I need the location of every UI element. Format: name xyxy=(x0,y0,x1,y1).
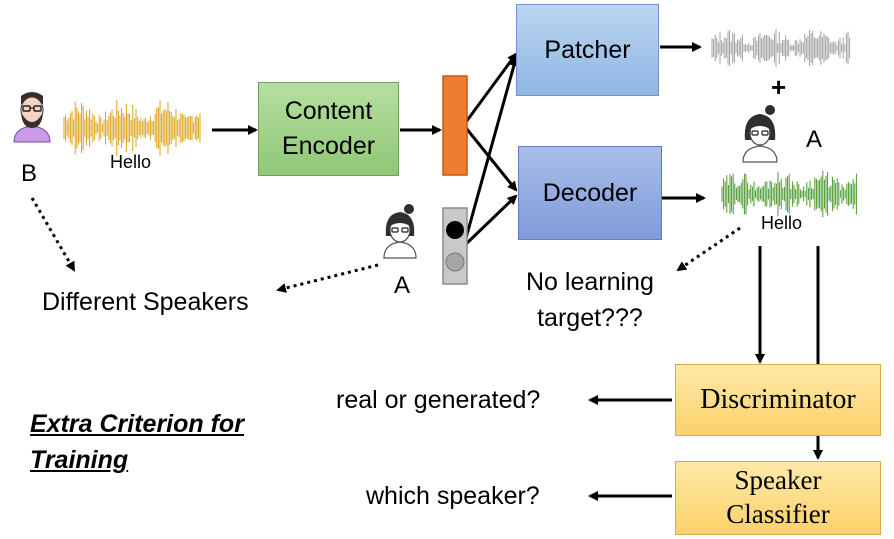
which-speaker-label: which speaker? xyxy=(366,482,540,510)
discriminator-label: Discriminator xyxy=(700,384,856,415)
decoder-block: Decoder xyxy=(518,146,662,240)
speaker-vector-dot-inactive xyxy=(445,252,465,272)
patcher-label: Patcher xyxy=(544,35,631,64)
speaker-a-output-label: A xyxy=(806,126,823,153)
speaker-a-avatar-output xyxy=(742,105,778,163)
patcher-waveform xyxy=(711,29,851,67)
speaker-vector xyxy=(442,207,468,285)
decoder-label: Decoder xyxy=(542,178,638,207)
content-vector xyxy=(442,75,468,176)
content-encoder-label: Content Encoder xyxy=(281,97,376,160)
discriminator-block: Discriminator xyxy=(675,364,881,436)
content-encoder-block: Content Encoder xyxy=(258,82,399,176)
arrow-speaker-to-patcher xyxy=(464,56,519,239)
output-word-label: Hello xyxy=(761,213,803,233)
arrow-vector-to-patcher xyxy=(464,52,518,123)
speaker-classifier-block: Speaker Classifier xyxy=(675,461,881,535)
speaker-a-input-label: A xyxy=(394,272,411,299)
speaker-vector-dot-active xyxy=(446,221,464,239)
patcher-block: Patcher xyxy=(516,4,659,96)
input-word-label: Hello xyxy=(110,152,152,172)
speaker-b-label: B xyxy=(21,160,38,187)
no-learning-target-label: No learning target??? xyxy=(526,268,654,333)
extra-criterion-heading: Extra Criterion for Training xyxy=(30,410,244,475)
arrow-vector-to-decoder xyxy=(464,127,518,192)
arrow-speaker-to-decoder xyxy=(464,194,518,246)
real-or-generated-label: real or generated? xyxy=(336,386,541,414)
dotted-arrow-wave-to-no-target xyxy=(676,226,741,272)
input-waveform xyxy=(63,99,201,157)
different-speakers-label: Different Speakers xyxy=(42,288,249,316)
output-waveform xyxy=(721,170,857,218)
dotted-arrow-b-to-different xyxy=(30,197,76,272)
speaker-b-avatar xyxy=(13,92,51,143)
plus-sign: + xyxy=(771,72,787,102)
speaker-a-avatar-input xyxy=(383,204,417,259)
speaker-classifier-label: Speaker Classifier xyxy=(726,465,830,529)
dotted-arrow-a-to-different xyxy=(276,263,379,293)
